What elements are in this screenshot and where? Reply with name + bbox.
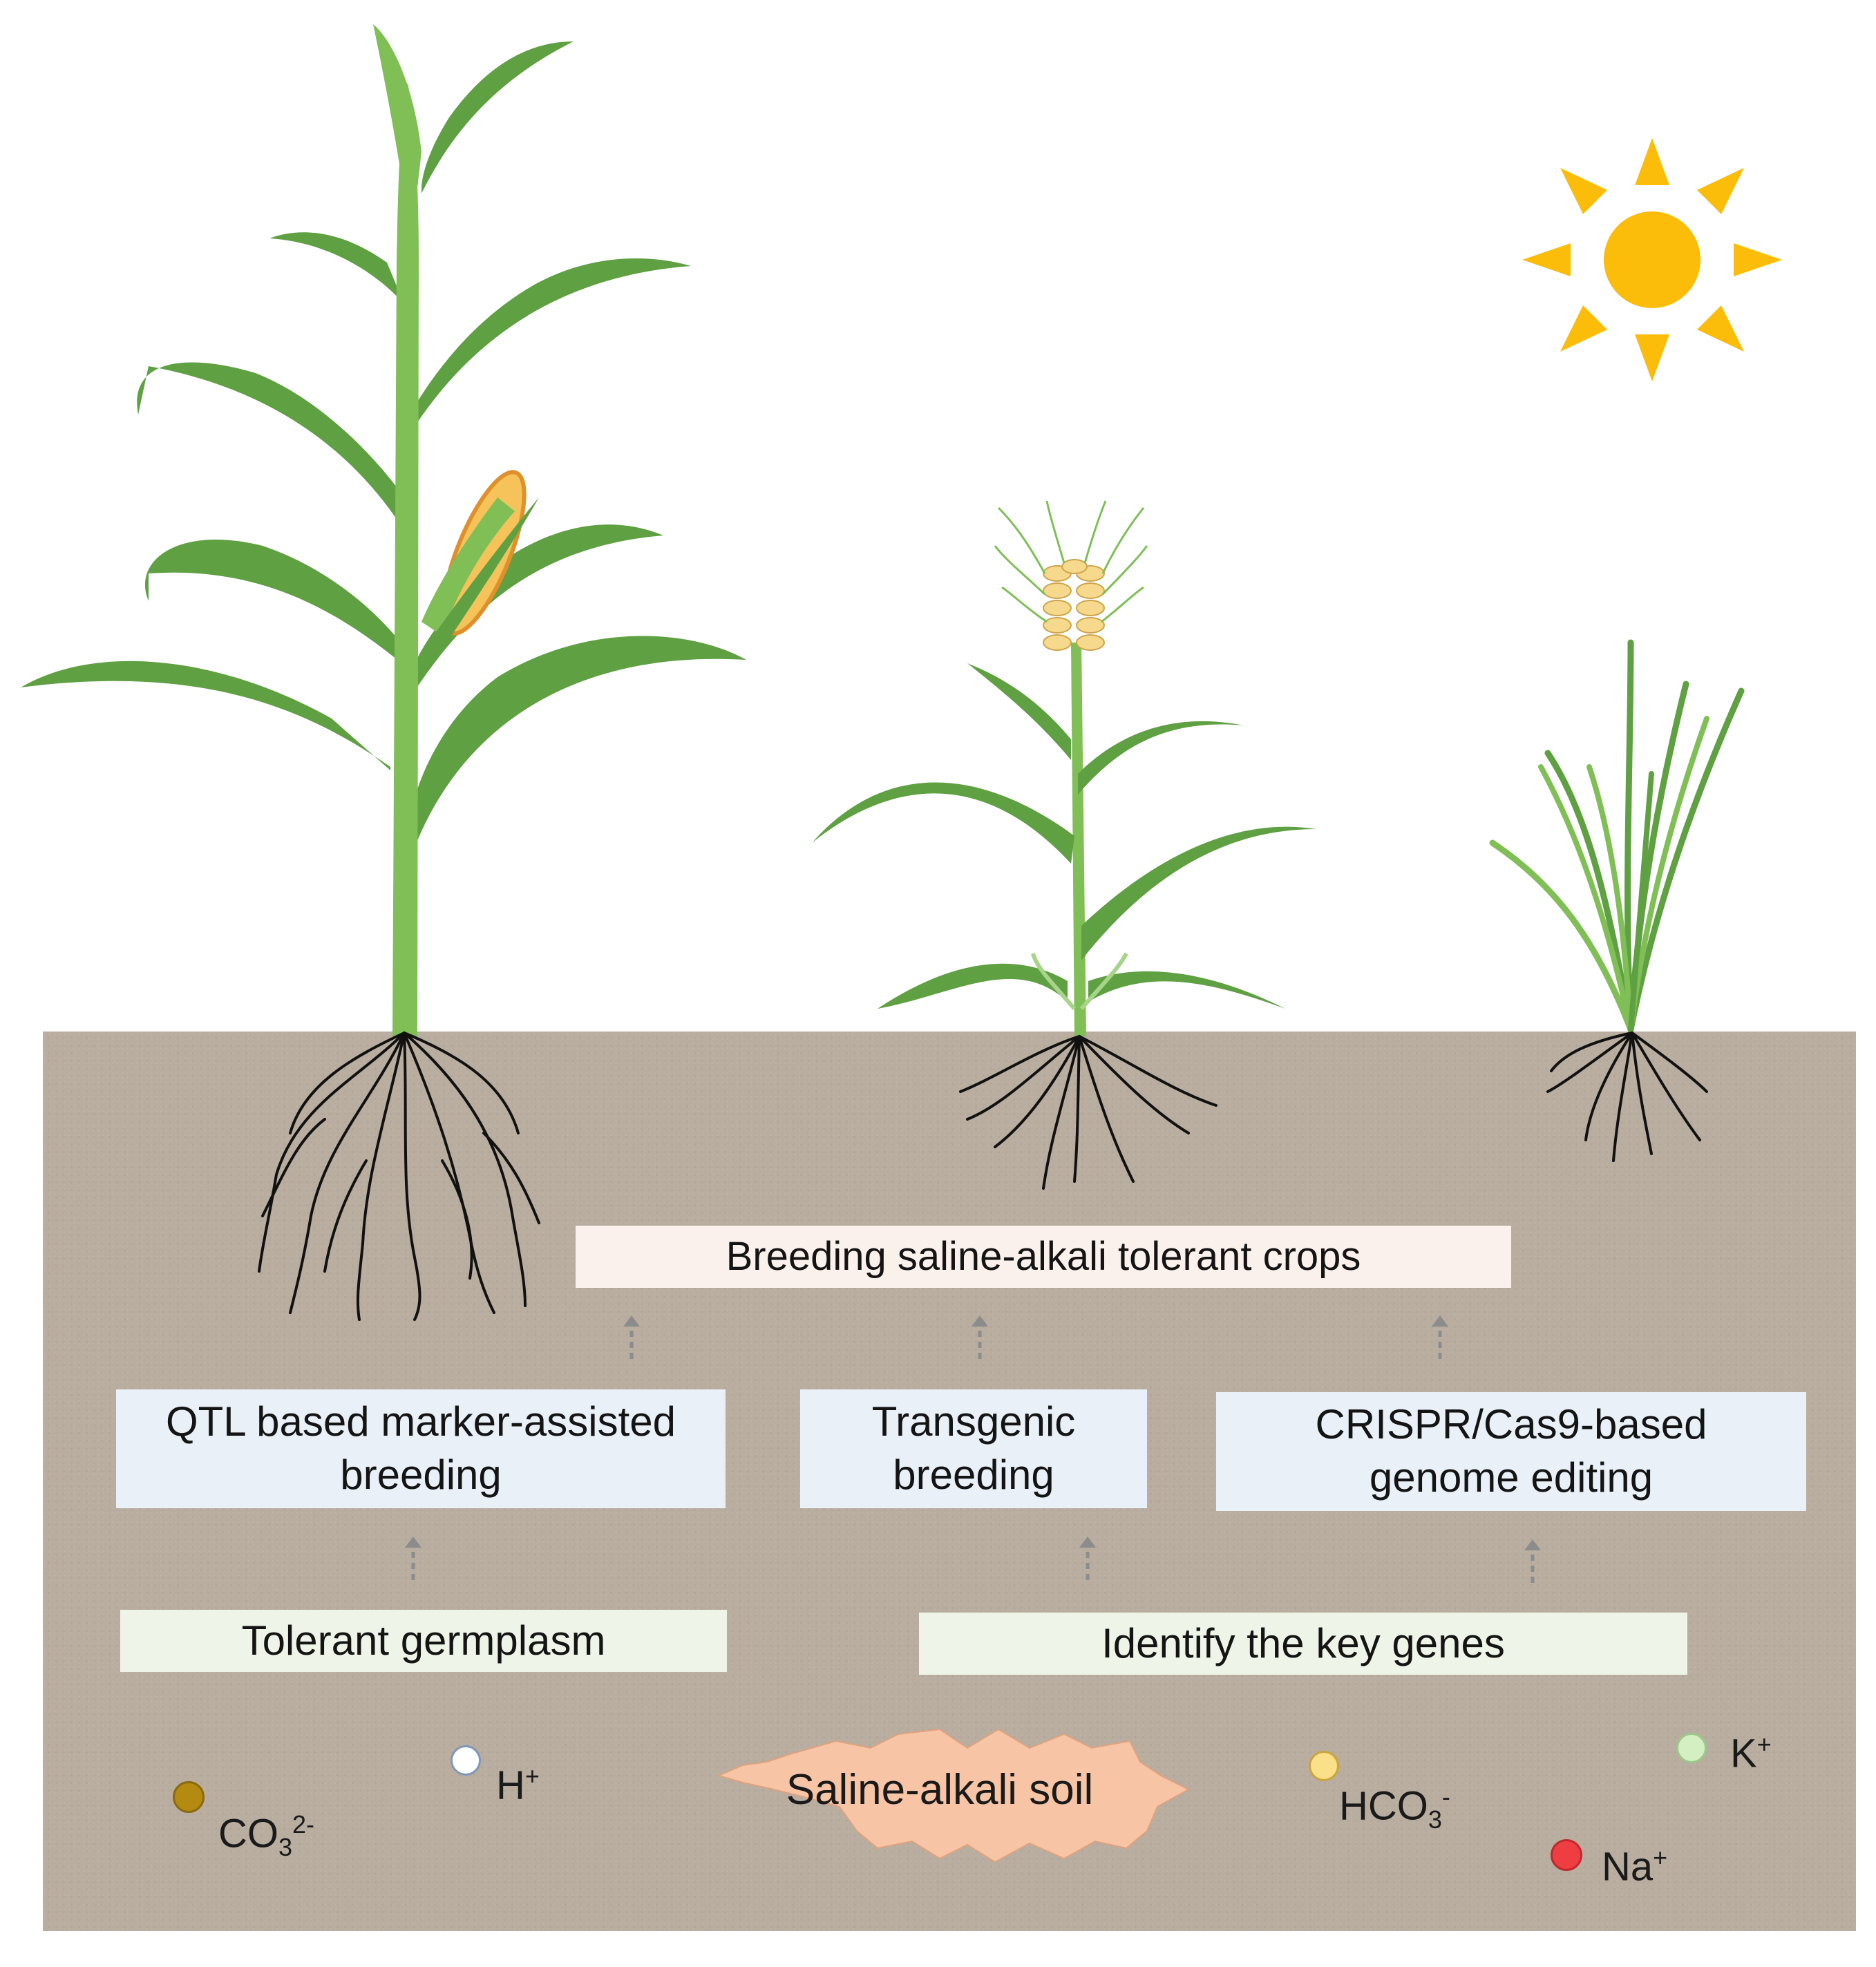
ion-dot-sodium — [1551, 1839, 1582, 1871]
roots-icon — [258, 1032, 540, 1321]
method-line: genome editing — [1369, 1454, 1654, 1501]
arrow-up-icon — [1524, 1539, 1541, 1585]
method-box-transgenic: Transgenic breeding — [800, 1389, 1147, 1508]
soil-badge-shape — [717, 1728, 1191, 1863]
ion-label-hydrogen: H+ — [496, 1762, 540, 1808]
source-label: Identify the key genes — [1101, 1619, 1505, 1666]
arrow-up-icon — [1432, 1315, 1448, 1361]
ion-dot-bicarbonate — [1309, 1751, 1339, 1781]
goal-label: Breeding saline-alkali tolerant crops — [726, 1233, 1361, 1279]
ion-label-potassium: K+ — [1730, 1730, 1772, 1776]
ion-dot-potassium — [1676, 1733, 1707, 1763]
arrow-up-icon — [623, 1315, 640, 1361]
wheat-plant-icon — [812, 500, 1316, 1036]
soil-badge-label: Saline-alkali soil — [746, 1758, 1133, 1821]
ion-label-carbonate: CO32- — [218, 1810, 315, 1861]
roots-icon — [1546, 1032, 1708, 1162]
method-line: CRISPR/Cas9-based — [1315, 1401, 1707, 1448]
ion-label-sodium: Na+ — [1602, 1843, 1668, 1890]
wheat-awns — [994, 500, 1148, 623]
arrow-up-icon — [972, 1315, 988, 1361]
arrow-up-icon — [1079, 1537, 1096, 1582]
ion-dot-carbonate — [173, 1781, 205, 1813]
method-line: QTL based marker-assisted — [165, 1398, 676, 1445]
source-box-genes: Identify the key genes — [919, 1613, 1687, 1675]
soil-label-text: Saline-alkali soil — [786, 1765, 1094, 1814]
ion-dot-hydrogen — [451, 1745, 481, 1776]
method-line: breeding — [340, 1452, 502, 1498]
goal-box: Breeding saline-alkali tolerant crops — [576, 1226, 1511, 1288]
source-box-germplasm: Tolerant germplasm — [120, 1610, 727, 1672]
corn-ear-icon — [421, 470, 539, 649]
method-box-qtl: QTL based marker-assisted breeding — [116, 1389, 726, 1508]
sun-icon — [1522, 138, 1782, 381]
roots-icon — [959, 1035, 1217, 1190]
source-label: Tolerant germplasm — [241, 1617, 606, 1664]
arrow-up-icon — [405, 1537, 421, 1582]
method-box-crispr: CRISPR/Cas9-based genome editing — [1216, 1392, 1806, 1511]
maize-plant-icon — [21, 24, 746, 1036]
ion-label-bicarbonate: HCO3- — [1339, 1783, 1450, 1834]
wheat-ear-icon — [1043, 559, 1105, 651]
rice-plant-icon — [1489, 639, 1745, 1033]
method-line: breeding — [893, 1452, 1054, 1498]
method-line: Transgenic — [871, 1398, 1076, 1445]
